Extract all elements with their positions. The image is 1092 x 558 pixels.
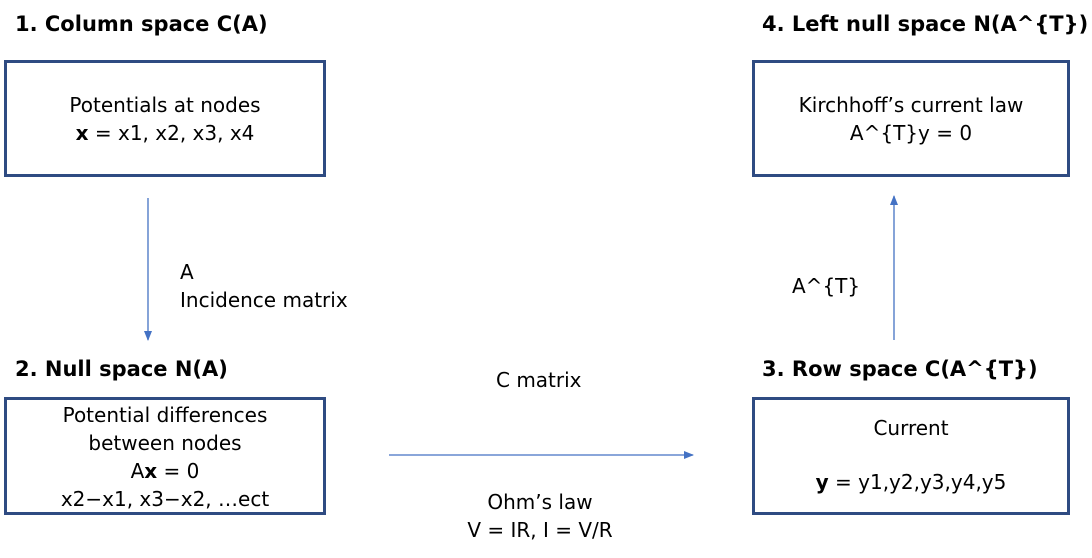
x-symbol: x [75,120,89,145]
current-vector-text: y = y1,y2,y3,y4,y5 [816,468,1007,496]
potentials-at-nodes-text: Potentials at nodes [69,92,261,117]
ohms-law-formula: V = IR, I = V/R [467,518,613,542]
ohms-law-label: Ohm’s law V = IR, I = V/R [410,488,670,544]
x-values: = x1, x2, x3, x4 [88,120,255,145]
a-symbol: A [130,459,145,483]
row-space-heading: 3. Row space C(A^{T}) [762,357,1038,381]
kirchhoff-equation-text: A^{T}y = 0 [849,120,973,145]
a-matrix-symbol: A [180,260,194,284]
y-symbol: y [815,470,829,494]
row-space-box: Current y = y1,y2,y3,y4,y5 [752,397,1070,515]
column-space-box: Potentials at nodes x = x1, x2, x3, x4 [4,60,326,177]
null-space-box: Potential differences between nodes Ax =… [4,397,326,515]
c-matrix-label: C matrix [496,368,582,392]
left-null-space-box: Kirchhoff’s current law A^{T}y = 0 [752,60,1070,177]
between-nodes-text: between nodes [88,431,242,455]
a-transpose-label: A^{T} [792,274,861,298]
left-null-space-heading: 4. Left null space N(A^{T}) [762,12,1089,36]
differences-list-text: x2−x1, x3−x2, …ect [60,487,270,511]
equals-zero: = 0 [157,459,200,483]
potential-differences-text: Potential differences [62,403,268,427]
incidence-matrix-label: A Incidence matrix [180,258,348,314]
node-potentials-vector-text: x = x1, x2, x3, x4 [76,119,255,147]
x-symbol: x [144,459,158,483]
null-space-heading: 2. Null space N(A) [15,357,228,381]
ohms-law-name: Ohm’s law [487,490,593,514]
current-text: Current [873,416,949,440]
kirchhoff-law-text: Kirchhoff’s current law [798,92,1024,117]
incidence-matrix-name: Incidence matrix [180,288,348,312]
column-space-heading: 1. Column space C(A) [15,12,268,36]
y-values: = y1,y2,y3,y4,y5 [828,470,1007,494]
ax-equation-text: Ax = 0 [131,457,200,485]
